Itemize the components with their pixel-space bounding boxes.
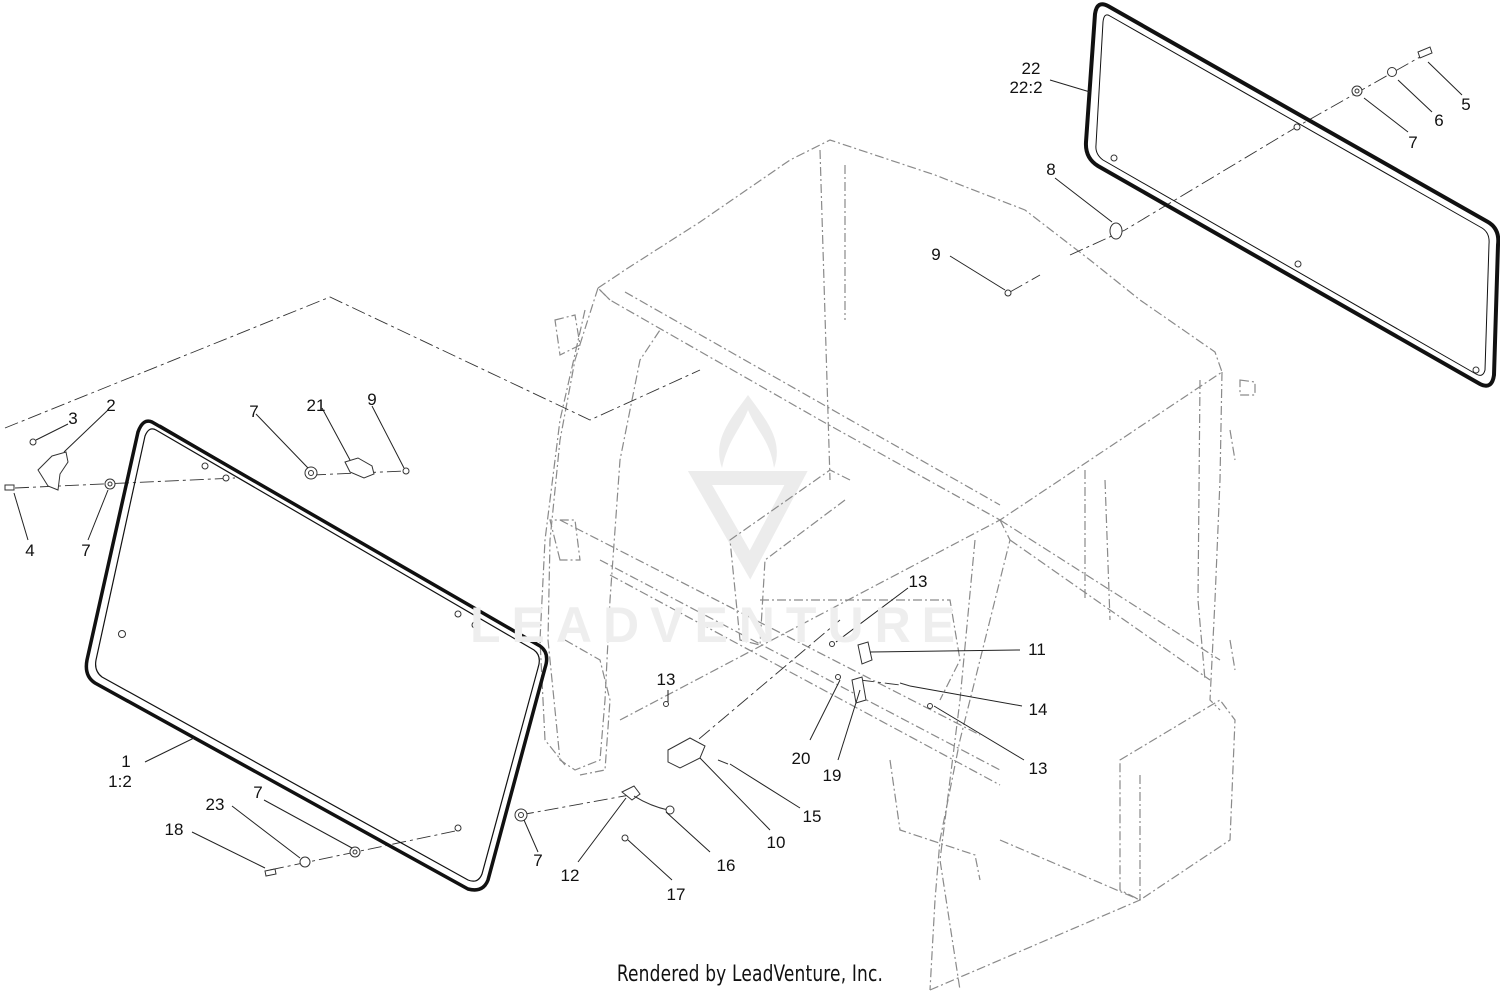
rivet-part-13-a: [663, 701, 669, 707]
callout-18: 18: [165, 820, 184, 839]
callout-19: 19: [823, 766, 842, 785]
strap-part-11: [857, 641, 873, 665]
glass-mounting-holes: [118, 462, 479, 832]
callout-1: 1: [121, 752, 130, 771]
hinge-bracket-part-2: [37, 451, 69, 491]
pin-part-17: [621, 834, 629, 842]
callout-2: 2: [106, 396, 115, 415]
bolt-part-18: [264, 868, 277, 877]
callout-20: 20: [792, 749, 811, 768]
pin-part-15: [717, 759, 729, 765]
rivet-part-13-c: [927, 703, 933, 709]
rear-glass-holes: [1110, 123, 1480, 374]
watermark-text: LEADVENTURE: [470, 597, 967, 653]
cable-part-16: [633, 795, 669, 811]
grommet-part-8: [1109, 222, 1123, 240]
callout-7: 7: [253, 783, 262, 802]
rear-window-glass: [1083, 2, 1500, 388]
nut-part-9-a: [402, 467, 410, 475]
watermark-logo: [687, 395, 808, 580]
callout-8: 8: [1046, 160, 1055, 179]
callout-10: 10: [767, 833, 786, 852]
callout-15: 15: [803, 807, 822, 826]
callout-13: 13: [1029, 759, 1048, 778]
callout-5: 5: [1461, 95, 1470, 114]
rivet-part-13-b: [829, 641, 835, 647]
strap-part-19: [851, 676, 867, 704]
callout-6: 6: [1434, 111, 1443, 130]
bolt-part-5: [1417, 46, 1433, 59]
nut-part-9-b: [1004, 289, 1012, 297]
latch-part-10: [667, 737, 706, 769]
washer-part-6: [1387, 67, 1397, 77]
bracket-part-21: [344, 457, 375, 479]
callout-9: 9: [367, 390, 376, 409]
callout-16: 16: [717, 856, 736, 875]
callout-22-2: 22:2: [1009, 78, 1042, 97]
callout-7: 7: [81, 541, 90, 560]
callout-12: 12: [561, 866, 580, 885]
washer-part-23: [299, 856, 311, 868]
left-window-glass: [84, 419, 549, 892]
callout-4: 4: [25, 541, 34, 560]
callout-22: 22: [1022, 59, 1041, 78]
screw-part-3: [29, 438, 37, 446]
callout-7: 7: [1408, 133, 1417, 152]
callout-14: 14: [1029, 700, 1048, 719]
hardware-parts: [4, 46, 1433, 877]
rivet-part-20: [835, 674, 841, 680]
callout-labels: 22 22:2 5 6 7 8 9 3 2 7 21 9 4 7 13 11 1…: [25, 59, 1470, 904]
callout-7: 7: [533, 851, 542, 870]
leader-lines: [13, 61, 1463, 881]
callout-11: 11: [1028, 640, 1046, 659]
callout-9: 9: [931, 245, 940, 264]
callout-1-2: 1:2: [108, 772, 132, 791]
callout-13: 13: [657, 670, 676, 689]
callout-3: 3: [68, 409, 77, 428]
callout-13: 13: [909, 572, 928, 591]
cab-frame: [539, 139, 1256, 991]
callout-21: 21: [307, 396, 326, 415]
pin-part-14: [899, 682, 911, 687]
callout-23: 23: [206, 795, 225, 814]
assembly-lines: [4, 56, 1421, 871]
callout-7: 7: [249, 402, 258, 421]
footer-credit: Rendered by LeadVenture, Inc.: [616, 962, 884, 987]
bolt-part-4: [4, 484, 15, 491]
callout-17: 17: [667, 885, 686, 904]
